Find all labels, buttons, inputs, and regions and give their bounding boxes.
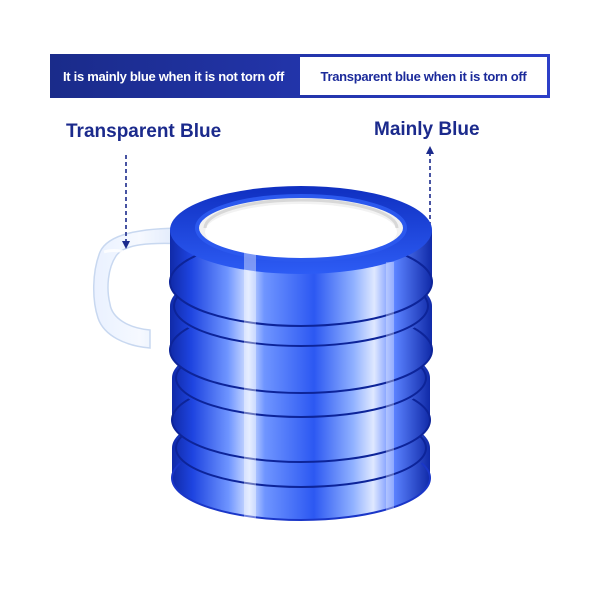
label-transparent-blue: Transparent Blue [66, 121, 222, 142]
tape-roll-1 [169, 186, 433, 327]
banner-left-text: It is mainly blue when it is not torn of… [63, 68, 284, 84]
label-mainly-blue: Mainly Blue [374, 119, 480, 140]
peeled-transparent-strip [92, 227, 187, 349]
top-banner: It is mainly blue when it is not torn of… [50, 54, 550, 98]
highlight-streaks [244, 252, 394, 522]
banner-right-text: Transparent blue when it is torn off [300, 57, 547, 95]
